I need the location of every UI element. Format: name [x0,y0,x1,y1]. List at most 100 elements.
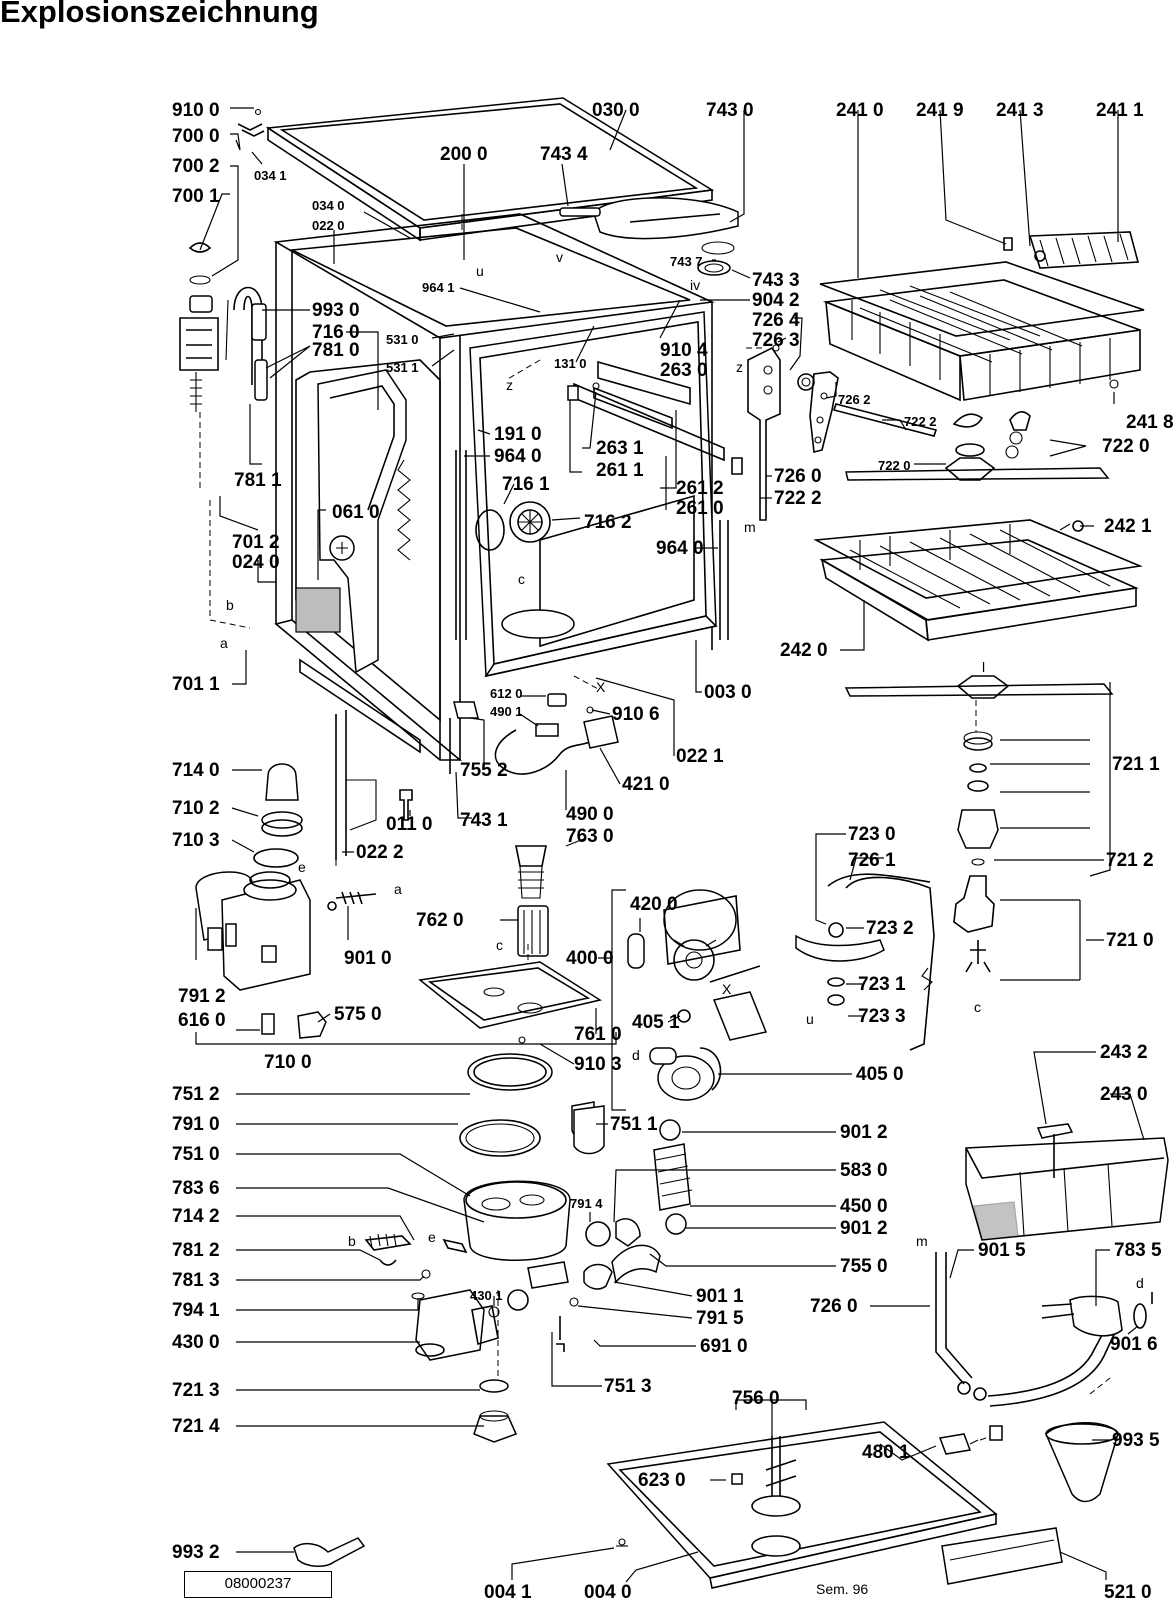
part-label: 714 2 [172,1206,220,1227]
part-label: 263 0 [660,360,708,381]
part-label: 521 0 [1104,1582,1152,1603]
side-insulation-716-0 [295,369,411,674]
part-label: 722 0 [878,458,911,473]
reference-letter: m [744,519,756,535]
part-label: 993 5 [1112,1430,1160,1451]
part-label: 710 2 [172,798,220,819]
part-label: 791 4 [570,1196,603,1211]
part-label: 743 4 [540,144,588,165]
part-label: 756 0 [732,1388,780,1409]
part-label: 024 0 [232,552,280,573]
part-label: 781 1 [234,470,282,491]
reference-letter: l [982,659,985,675]
part-label: 910 0 [172,100,220,121]
part-label: 726 3 [752,330,800,351]
reference-letter: iv [690,277,700,293]
upper-basket-241-0 [819,231,1145,402]
part-label: 751 1 [610,1114,658,1135]
part-label: 623 0 [638,1470,686,1491]
reference-letter: v [556,249,563,265]
part-label: 743 7 [670,254,703,269]
reference-letter: e [298,859,306,875]
part-label: 241 3 [996,100,1044,121]
wash-motor-405-0 [627,889,768,1101]
part-label: 794 1 [172,1300,220,1321]
part-label: 430 1 [470,1288,503,1303]
reference-letter: u [476,263,484,279]
part-label: 583 0 [840,1160,888,1181]
hinge-726 [747,344,839,521]
part-label: 743 0 [706,100,754,121]
part-label: 612 0 [490,686,523,701]
part-label: 722 2 [774,488,822,509]
part-label: 722 0 [1102,436,1150,457]
part-label: 003 0 [704,682,752,703]
reference-letter: u [806,1011,814,1027]
top-left-small-parts [179,108,265,412]
part-label: 490 1 [490,704,523,719]
part-label: 261 2 [676,478,724,499]
reference-letter: m [916,1233,928,1249]
part-label: 763 0 [566,826,614,847]
part-label: 791 0 [172,1114,220,1135]
reference-letter: a [394,881,402,897]
part-label: 964 0 [656,538,704,559]
sheet-mark: Sem. 96 [816,1581,868,1597]
part-label: 901 0 [344,948,392,969]
reference-letter: a [220,635,228,651]
part-label: 261 1 [596,460,644,481]
cabinet-frame [273,213,715,761]
part-label: 701 1 [172,674,220,695]
part-label: 022 1 [676,746,724,767]
reference-letter: c [496,937,503,953]
part-label: 531 0 [386,332,419,347]
part-label: 901 1 [696,1286,744,1307]
part-label: 241 0 [836,100,884,121]
part-label: 131 0 [554,356,587,371]
part-label: 200 0 [440,144,488,165]
part-label: 723 3 [858,1006,906,1027]
part-label: 901 2 [840,1218,888,1239]
reference-letter: e [428,1229,436,1245]
part-label: 726 2 [838,392,871,407]
part-label: 714 0 [172,760,220,781]
part-label: 901 2 [840,1122,888,1143]
part-label: 791 2 [178,986,226,1007]
reference-letter: X [596,679,606,695]
part-label: 791 5 [696,1308,744,1329]
part-label: 901 5 [978,1240,1026,1261]
base-tray-004-0 [293,1421,1119,1589]
part-label: 034 0 [312,198,345,213]
part-label: 755 0 [840,1256,888,1277]
reference-letter: c [518,571,525,587]
part-label: 721 1 [1112,754,1160,775]
dispenser-743-0 [559,197,739,276]
part-label: 761 0 [574,1024,622,1045]
part-label: 191 0 [494,424,542,445]
part-label: 726 4 [752,310,800,331]
part-label: 480 1 [862,1442,910,1463]
part-label: 242 0 [780,640,828,661]
part-label: 022 0 [312,218,345,233]
part-label: 030 0 [592,100,640,121]
part-label: 993 2 [172,1542,220,1563]
reference-letter: X [722,981,732,997]
page-title: Explosionszeichnung [0,0,319,29]
part-label: 242 1 [1104,516,1152,537]
part-label: 261 0 [676,498,724,519]
part-label: 710 0 [264,1052,312,1073]
inner-rails-261-263 [567,360,743,475]
sump-plate-761-0 [418,961,602,1029]
part-label: 721 0 [1106,930,1154,951]
part-label: 405 0 [856,1064,904,1085]
part-label: 716 0 [312,322,360,343]
top-cover-030-0 [265,97,715,242]
lower-basket-242-0 [813,519,1143,642]
part-label: 022 2 [356,842,404,863]
part-label: 616 0 [178,1010,226,1031]
part-label: 691 0 [700,1336,748,1357]
part-label: 721 2 [1106,850,1154,871]
part-label: 061 0 [332,502,380,523]
part-label: 700 2 [172,156,220,177]
part-label: 901 6 [1110,1334,1158,1355]
